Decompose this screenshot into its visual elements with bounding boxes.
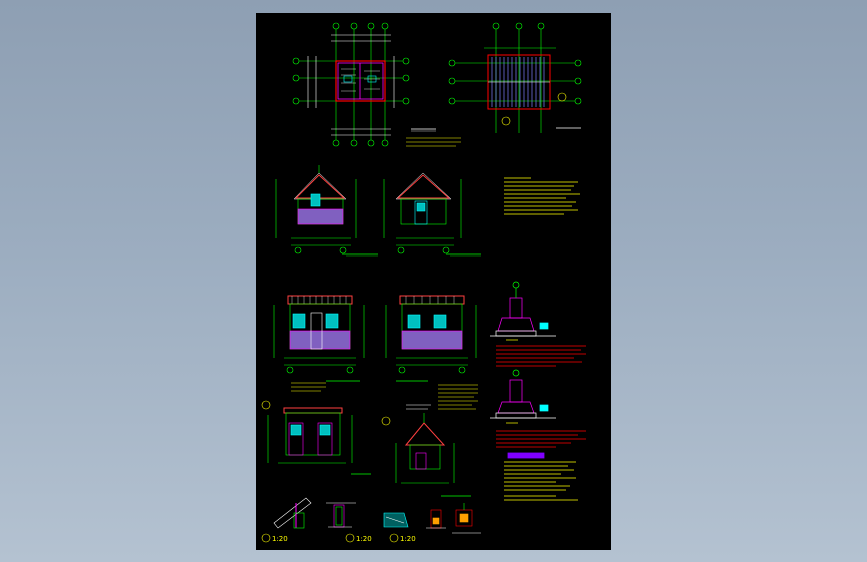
general-notes bbox=[504, 177, 580, 215]
detail-2 bbox=[326, 502, 356, 543]
section-2 bbox=[381, 384, 478, 497]
cad-drawing-canvas[interactable]: 1:20 1:20 1:20 bbox=[256, 13, 611, 550]
scale-label-2: 1:20 bbox=[356, 535, 372, 543]
elevation-a bbox=[275, 165, 378, 257]
detail-5 bbox=[452, 503, 481, 534]
scale-label-3: 1:20 bbox=[400, 535, 416, 543]
elevation-b bbox=[383, 172, 481, 257]
detail-3 bbox=[383, 512, 409, 543]
detail-4 bbox=[426, 509, 446, 529]
floor-plan bbox=[292, 22, 461, 147]
foundation-detail-2 bbox=[490, 369, 556, 424]
elevation-c bbox=[273, 295, 365, 382]
foundation-detail-1 bbox=[490, 281, 556, 341]
foundation-notes-1 bbox=[496, 345, 586, 367]
elevation-d bbox=[385, 295, 477, 382]
foundation-notes-2 bbox=[496, 430, 586, 448]
scale-label-1: 1:20 bbox=[272, 535, 288, 543]
roof-plan bbox=[448, 22, 582, 133]
drawing-sheet[interactable]: 1:20 1:20 1:20 bbox=[256, 13, 611, 550]
structural-notes bbox=[504, 452, 578, 501]
detail-1 bbox=[261, 497, 312, 543]
section-1 bbox=[261, 382, 371, 475]
